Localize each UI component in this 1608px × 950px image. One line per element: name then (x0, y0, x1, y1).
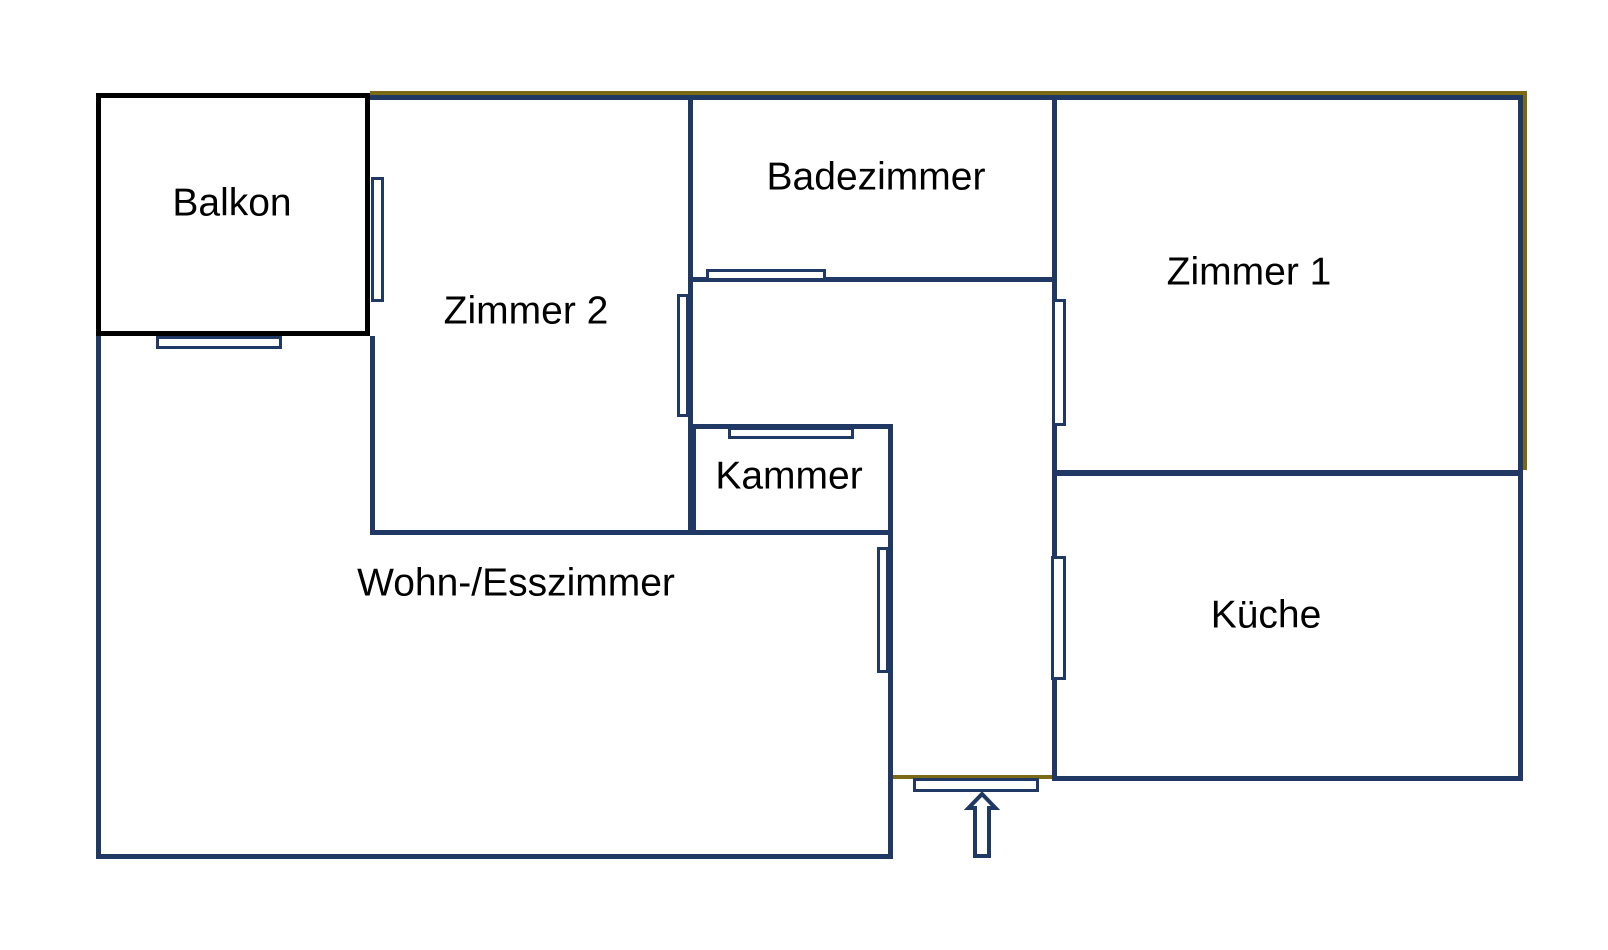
exterior-accent-right (1523, 92, 1527, 470)
zimmer1-door-marker (1052, 299, 1066, 426)
wall-outer-left (96, 336, 101, 859)
wall-hallway-left (888, 424, 893, 859)
wall-top (370, 95, 1523, 100)
entrance-up-arrow-icon (963, 791, 1001, 858)
balkon-room-outline (96, 93, 370, 336)
wall-kueche-bottom (1052, 776, 1523, 781)
wohnzimmer-door-marker (877, 547, 889, 673)
wall-zimmer2-left (370, 336, 375, 535)
room-label-kueche: Küche (1210, 593, 1322, 637)
entrance-door-marker (913, 778, 1039, 792)
kammer-door-marker (728, 427, 854, 439)
room-label-zimmer1: Zimmer 1 (1166, 250, 1332, 294)
balcony-door-marker (371, 177, 384, 302)
zimmer2-door-marker (677, 294, 689, 417)
exterior-accent-top (370, 91, 1527, 95)
wall-kammer-top (691, 424, 893, 429)
room-label-wohnzimmer: Wohn-/Esszimmer (357, 561, 675, 605)
wall-zimmer2-right (688, 97, 693, 535)
balcony-window-marker (156, 336, 282, 349)
room-label-kammer: Kammer (715, 454, 863, 498)
wall-hallway-right (1052, 97, 1057, 780)
room-label-balkon: Balkon (172, 181, 292, 225)
wall-outer-right (1518, 97, 1523, 781)
wall-badezimmer-bottom (688, 277, 1057, 282)
wall-kammer-left (691, 424, 696, 535)
room-label-badezimmer: Badezimmer (766, 155, 986, 199)
badezimmer-door-marker (706, 269, 826, 281)
wall-outer-bottom (96, 854, 893, 859)
kueche-door-marker (1051, 556, 1066, 680)
entrance-threshold-accent (893, 775, 1053, 779)
wall-zimmer2-bottom (370, 530, 893, 535)
room-label-zimmer2: Zimmer 2 (443, 289, 609, 333)
wall-zimmer1-kueche-divider (1052, 470, 1523, 476)
